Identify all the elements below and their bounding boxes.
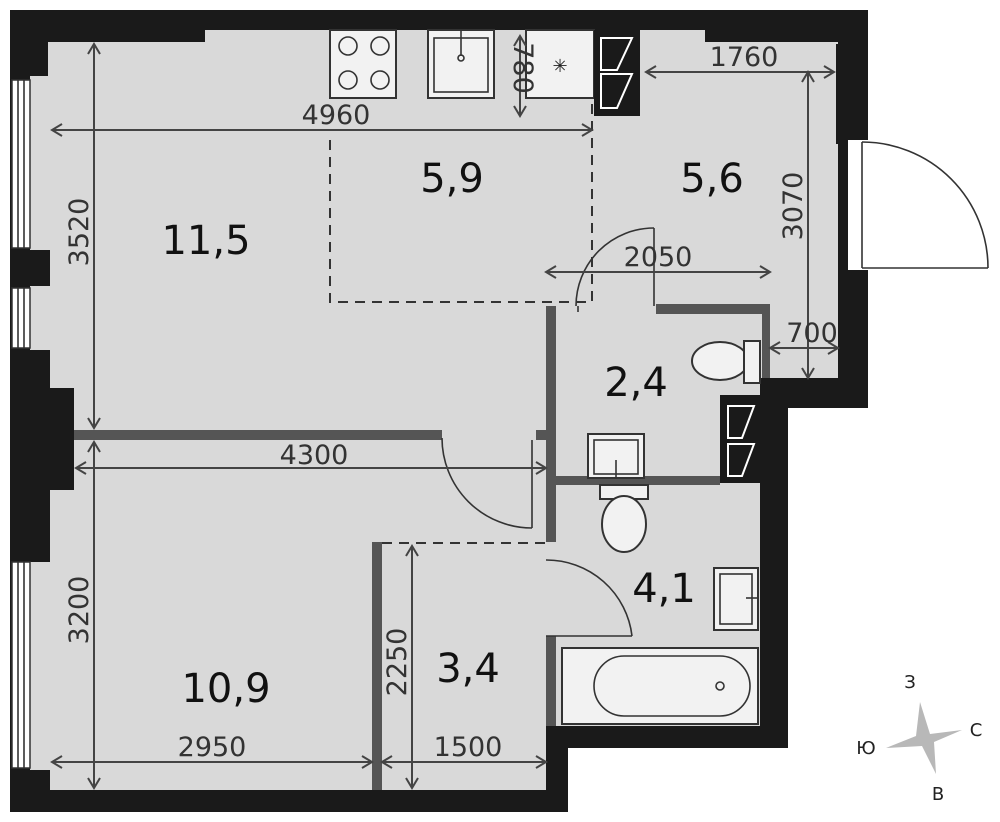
interior-doors [441, 227, 655, 637]
area-room-top-left: 11,5 [161, 218, 250, 264]
windows [11, 79, 31, 769]
entrance-door [848, 141, 989, 269]
dim-700: 700 [786, 318, 838, 349]
room-areas: 11,5 5,9 5,6 2,4 4,1 3,4 10,9 [161, 156, 743, 712]
area-toilet: 2,4 [604, 360, 668, 406]
zone-outlines [329, 102, 593, 544]
toilet-lower [601, 495, 647, 553]
dim-2250: 2250 [382, 628, 413, 697]
area-bathroom: 4,1 [632, 566, 696, 612]
floor-area [30, 30, 838, 790]
compass-south: В [932, 784, 944, 805]
toilet-upper [691, 341, 749, 381]
bathroom-fixtures [561, 484, 759, 725]
dim-4960: 4960 [302, 100, 371, 131]
fridge [525, 29, 595, 99]
area-kitchen: 5,9 [420, 156, 484, 202]
compass-star-icon [886, 702, 962, 774]
compass: З С В Ю [856, 672, 982, 805]
dim-2050: 2050 [624, 242, 693, 273]
exterior-details [30, 42, 848, 790]
bathtub [561, 647, 759, 725]
compass-north: З [904, 672, 916, 693]
toilet-fixtures [587, 340, 761, 482]
dimension-lines [50, 34, 840, 790]
window-mid-left [11, 287, 31, 349]
washbasin-lower [713, 567, 759, 631]
kitchen-fixtures: ✳ [329, 29, 640, 116]
dim-4300: 4300 [280, 440, 349, 471]
dim-1760: 1760 [710, 42, 779, 73]
compass-west: Ю [856, 738, 875, 759]
compass-east: С [970, 720, 983, 741]
dim-780: 780 [507, 42, 538, 94]
area-room-bottom-left: 10,9 [181, 666, 270, 712]
fridge-icon: ✳ [552, 56, 567, 77]
window-bottom-left [11, 561, 31, 769]
dim-3070: 3070 [778, 172, 809, 241]
dim-3520: 3520 [64, 198, 95, 267]
window-top-left [11, 79, 31, 249]
dim-1500: 1500 [434, 732, 503, 763]
area-hall: 5,6 [680, 156, 744, 202]
dim-2950: 2950 [178, 732, 247, 763]
area-corridor: 3,4 [436, 646, 500, 692]
dimension-labels: 4960 780 1760 3520 3070 2050 700 4300 32… [64, 42, 838, 763]
dim-3200: 3200 [64, 576, 95, 645]
